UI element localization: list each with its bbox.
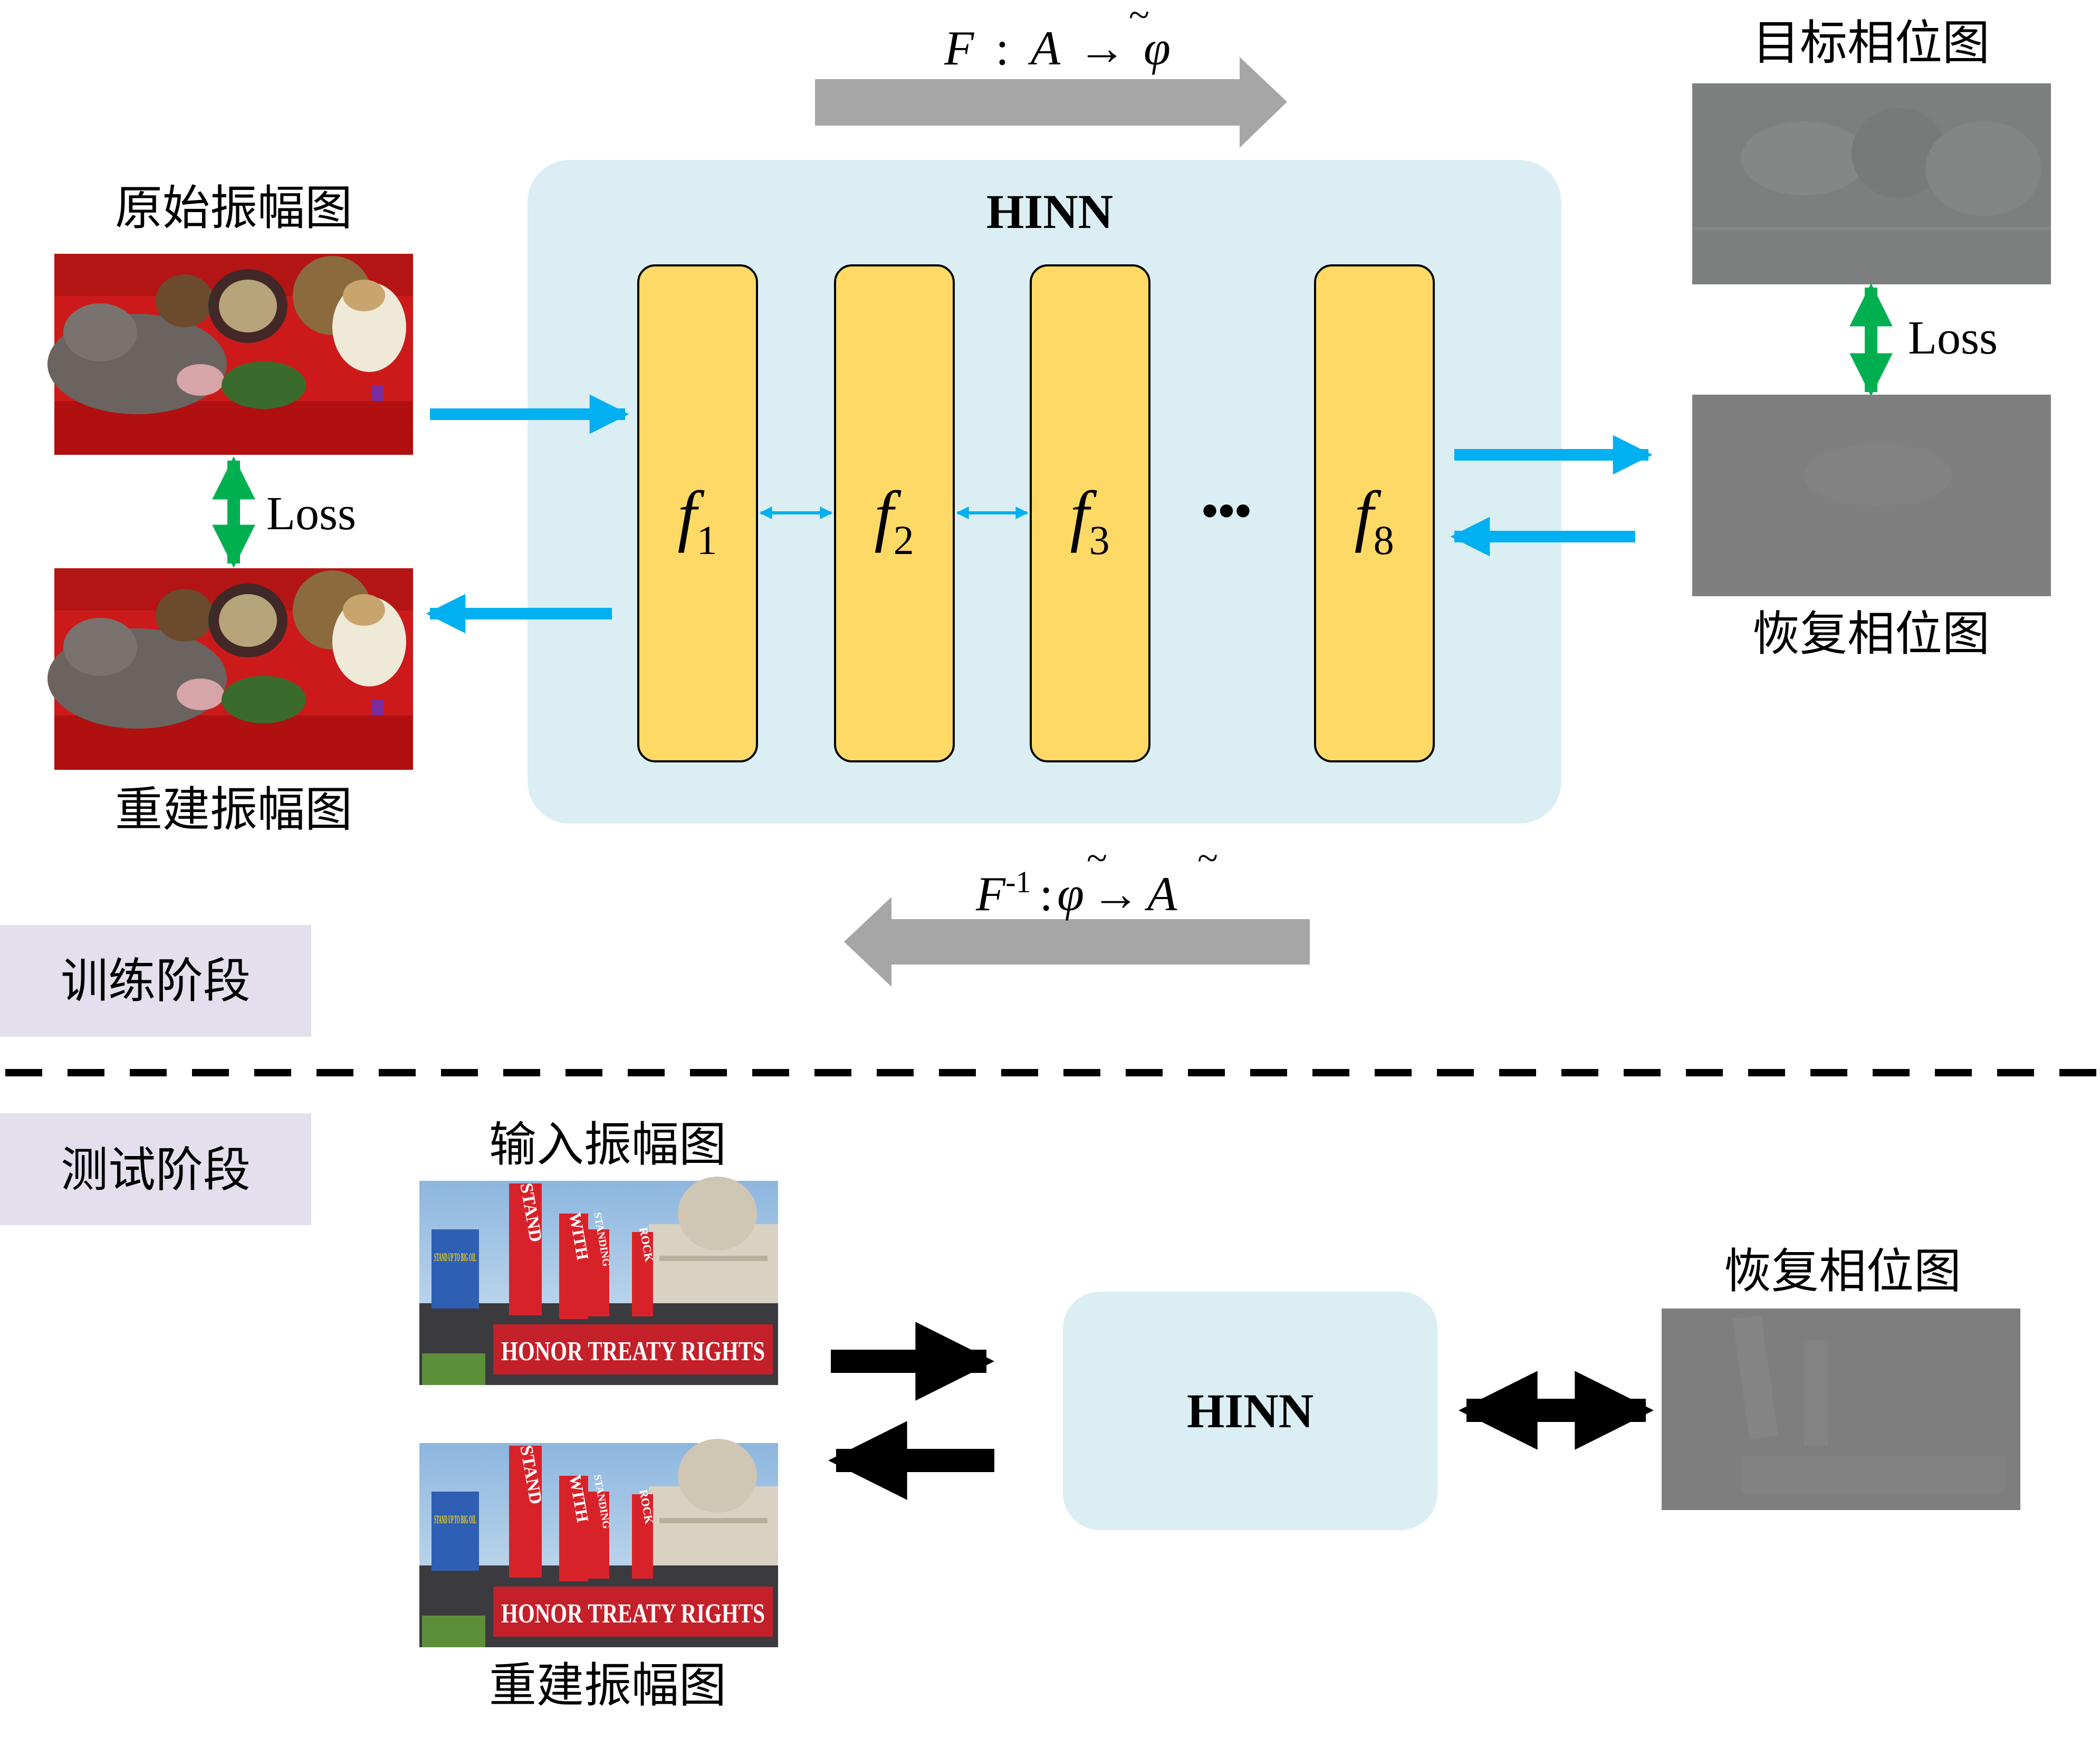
training-stage-tag: 训练阶段 [0, 925, 311, 1037]
recovered-phase-image [1692, 395, 2051, 596]
block-f3: f3 [1030, 264, 1150, 762]
inverse-mapping: F-1:φ→A ~ ~ [844, 837, 1310, 987]
loss-right-label: Loss [1908, 312, 1998, 364]
protest-banner-text-2: HONOR TREATY RIGHTS [501, 1599, 765, 1629]
hinn-panel-title: HINN [986, 185, 1113, 238]
testing-stage-tag: 测试阶段 [0, 1113, 311, 1225]
block-f1-subscript: 1 [697, 517, 717, 563]
block-f8-subscript: 8 [1374, 517, 1394, 563]
blocks-ellipsis: ••• [1202, 485, 1252, 537]
block-f2-subscript: 2 [894, 517, 914, 563]
loss-left: Loss [212, 456, 356, 568]
loss-left-label: Loss [266, 488, 356, 540]
target-phase-label: 目标相位图 [1752, 15, 1990, 71]
block-f2: f2 [834, 264, 955, 762]
test-reconstructed-amplitude-label: 重建振幅图 [489, 1658, 726, 1713]
original-amplitude-label: 原始振幅图 [115, 180, 352, 236]
reconstructed-amplitude-label: 重建振幅图 [115, 782, 352, 837]
protest-oil-sign: STAND UP TO BIG OIL [434, 1250, 476, 1264]
input-amplitude-label: 输入振幅图 [489, 1117, 726, 1172]
forward-grey-arrow [815, 57, 1287, 148]
block-f3-subscript: 3 [1089, 517, 1110, 563]
input-amplitude-image: STAND UP TO BIG OIL STAND WITH STANDING … [419, 1177, 778, 1385]
loss-right: Loss [1849, 283, 1998, 397]
forward-phi-tilde: ~ [1129, 0, 1149, 36]
recovered-phase-label: 恢复相位图 [1752, 606, 1990, 662]
forward-mapping: F : A → φ ~ [815, 0, 1287, 148]
target-phase-image [1692, 83, 2051, 284]
block-f8: f8 [1314, 264, 1435, 762]
protest-oil-sign-2: STAND UP TO BIG OIL [434, 1513, 476, 1526]
reconstructed-amplitude-image [47, 568, 413, 770]
test-hinn-box [1063, 1292, 1437, 1530]
forward-mapping-label: F : A → φ [944, 21, 1171, 75]
protest-banner-text: HONOR TREATY RIGHTS [501, 1336, 765, 1367]
testing-stage-label: 测试阶段 [61, 1142, 251, 1198]
inverse-a-tilde: ~ [1197, 837, 1218, 879]
original-amplitude-image [47, 254, 413, 455]
test-recovered-phase-label: 恢复相位图 [1724, 1244, 1961, 1299]
inverse-phi-tilde: ~ [1087, 837, 1107, 879]
block-f1: f1 [637, 264, 758, 762]
inverse-mapping-label: F-1:φ→A [975, 865, 1177, 921]
inverse-grey-arrow [844, 897, 1310, 987]
test-reconstructed-amplitude-image: STAND UP TO BIG OIL STAND WITH STANDING … [419, 1439, 778, 1647]
test-recovered-phase-image [1662, 1309, 2020, 1510]
training-stage-label: 训练阶段 [61, 953, 251, 1009]
test-hinn-title: HINN [1187, 1384, 1313, 1438]
